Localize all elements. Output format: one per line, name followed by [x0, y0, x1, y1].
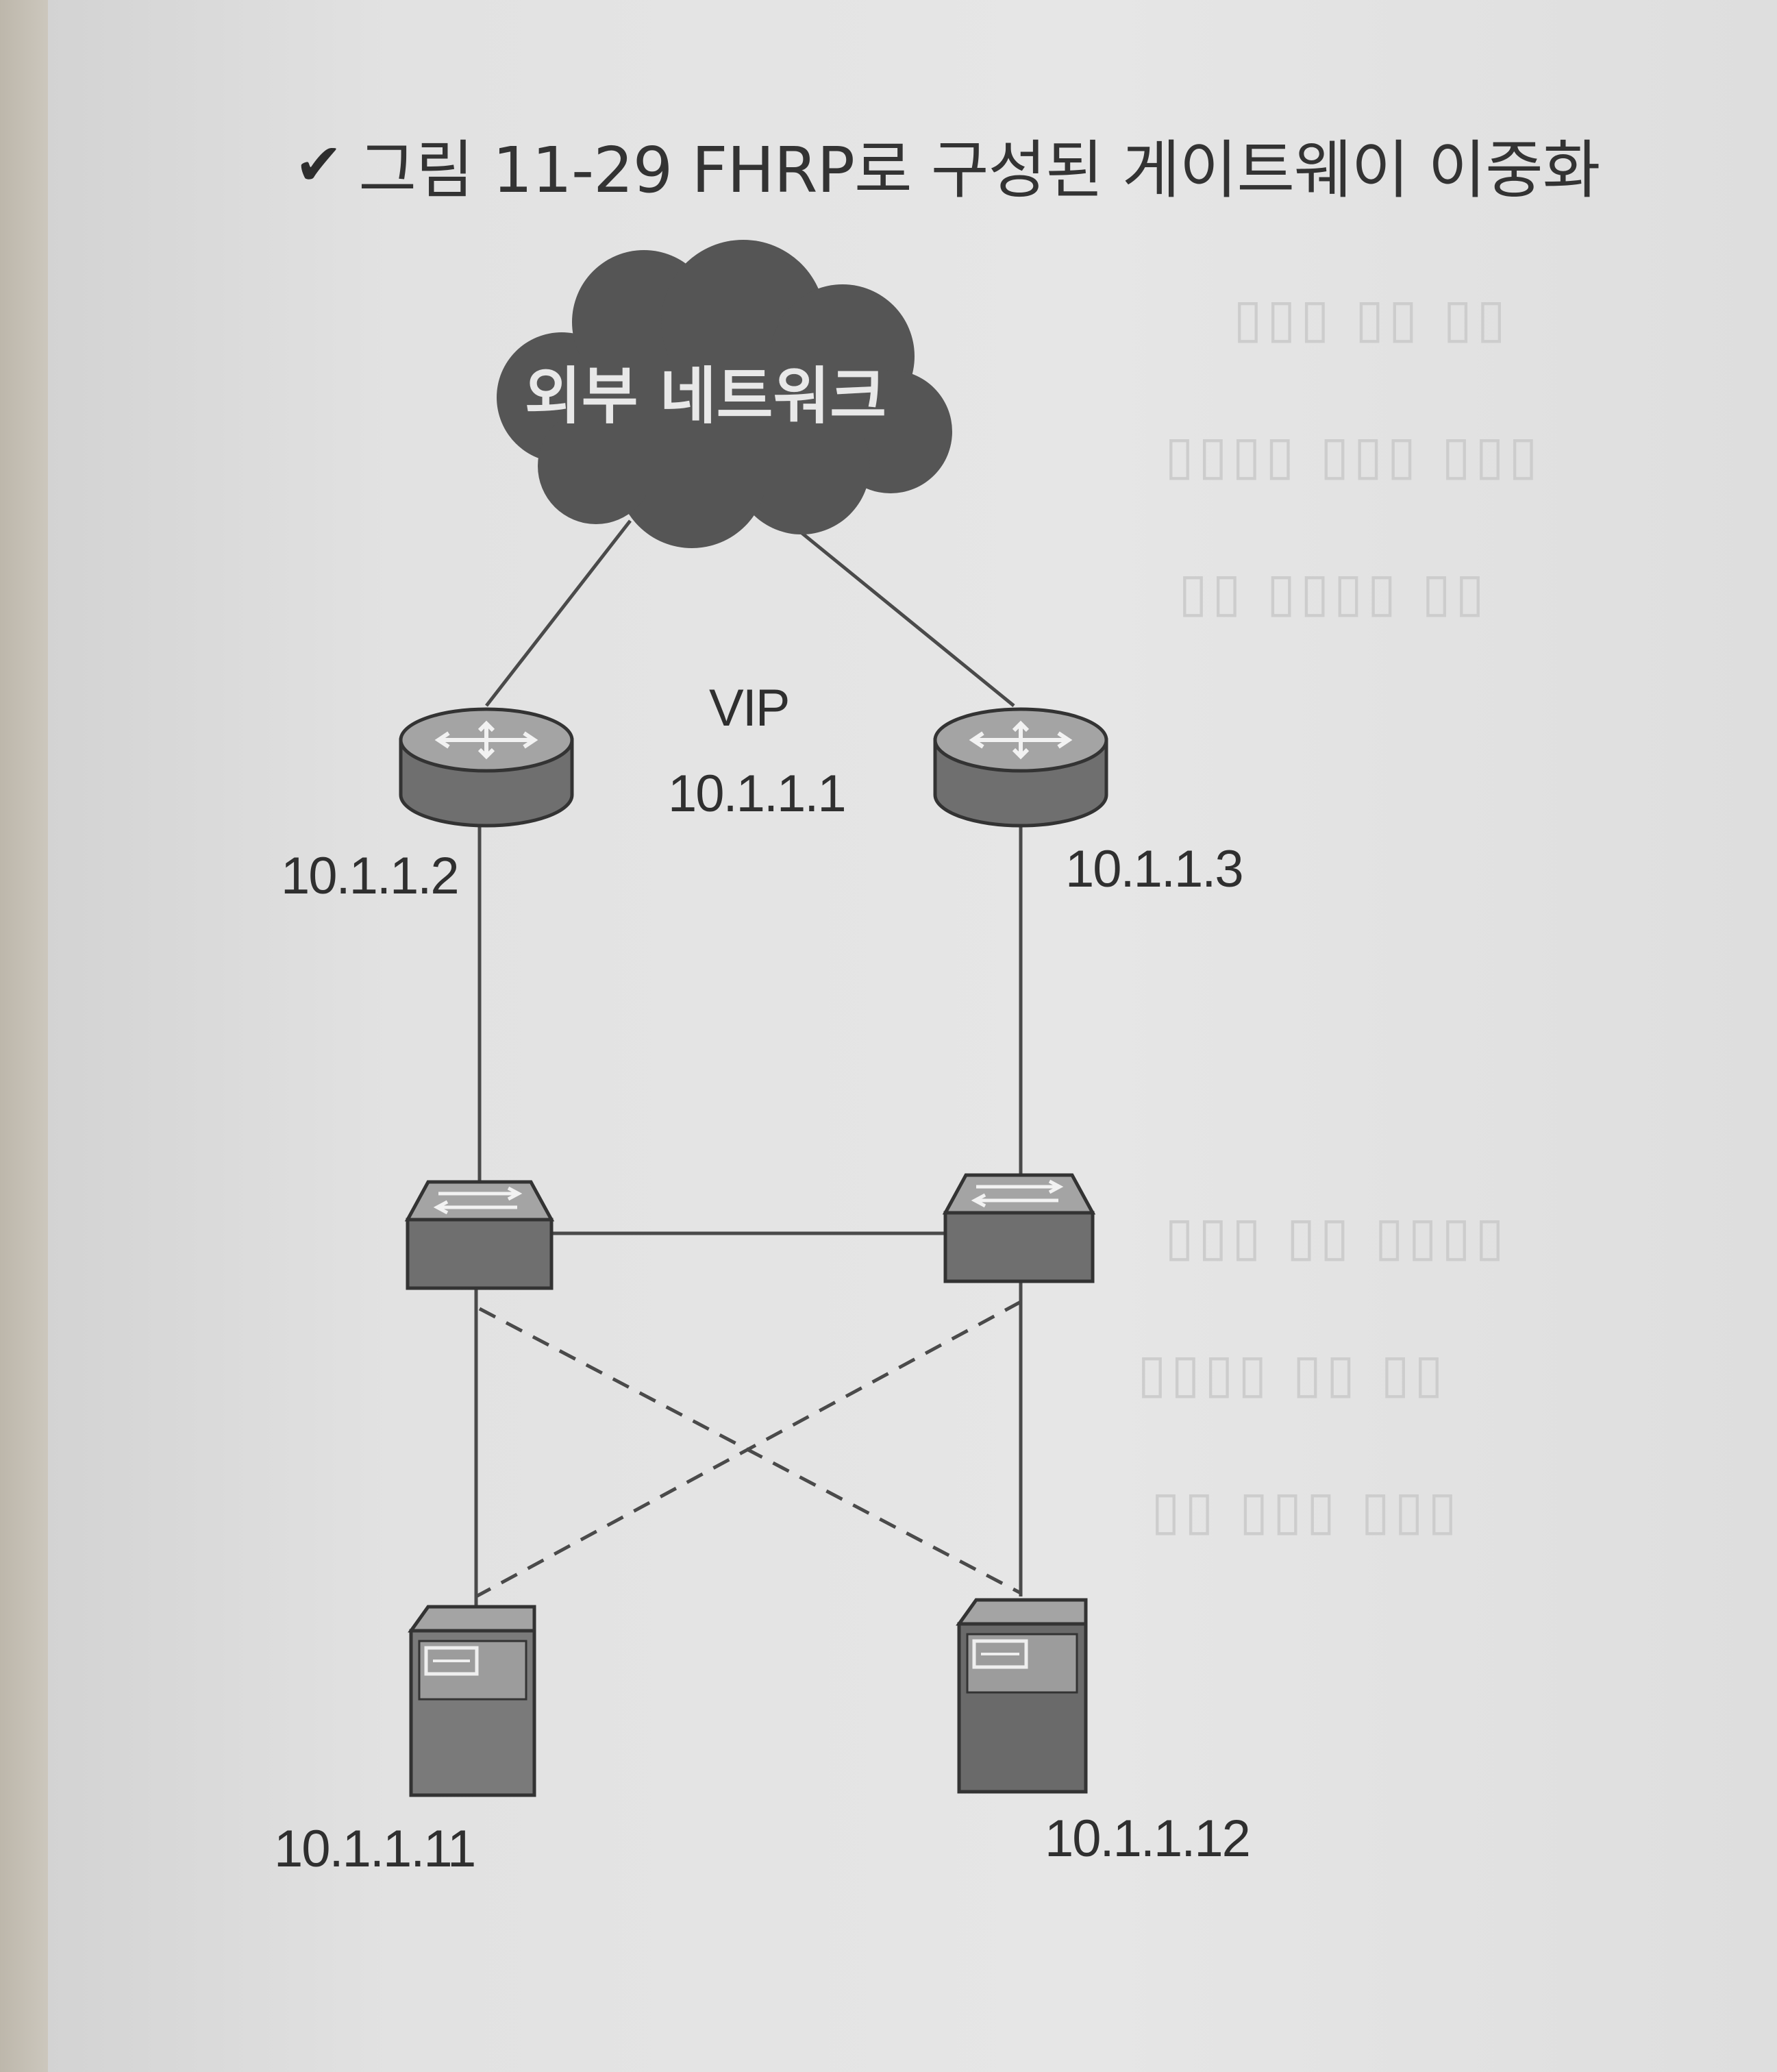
bleed-through-text: ▯▯▯▯ ▯▯ ▯▯: [1137, 1343, 1447, 1405]
bleed-through-text: ▯▯▯ ▯▯ ▯▯▯▯: [1165, 1206, 1508, 1268]
vip-address: 10.1.1.1: [668, 765, 847, 823]
router-1-address: 10.1.1.2: [281, 847, 460, 905]
switch-icon-1: [404, 1180, 555, 1290]
vip-label: VIP: [709, 679, 790, 737]
link-cloud-router-2: [773, 509, 1015, 707]
figure-caption-text: 그림 11-29 FHRP로 구성된 게이트웨이 이중화: [358, 133, 1600, 207]
bleed-through-text: ▯▯▯▯ ▯▯▯ ▯▯▯: [1165, 425, 1542, 486]
bleed-through-text: ▯▯ ▯▯▯▯ ▯▯: [1178, 562, 1489, 624]
switch-icon-2: [942, 1173, 1096, 1283]
cloud-label: 외부 네트워크: [524, 360, 887, 432]
link-switch-2-server-1-backup: [475, 1300, 1022, 1599]
server-2-address: 10.1.1.12: [1045, 1810, 1251, 1868]
bleed-through-text: ▯▯▯ ▯▯ ▯▯: [1233, 288, 1511, 349]
server-1-address: 10.1.1.11: [274, 1820, 476, 1878]
link-switch-1-server-2-backup: [478, 1307, 1022, 1595]
bleed-through-text: ▯▯ ▯▯▯ ▯▯▯: [1151, 1480, 1461, 1542]
router-icon-2: [933, 707, 1108, 828]
cloud-icon: [497, 240, 952, 548]
link-cloud-router-1: [485, 519, 632, 707]
figure-caption: ✔ 그림 11-29 FHRP로 구성된 게이트웨이 이중화: [295, 116, 1600, 212]
server-icon-2: [956, 1598, 1088, 1794]
page-binding: [0, 0, 48, 2072]
links: [474, 509, 1023, 1607]
checkmark-icon: ✔: [295, 131, 343, 198]
router-2-address: 10.1.1.3: [1065, 840, 1244, 898]
router-icon-1: [399, 707, 574, 828]
server-icon-1: [408, 1605, 536, 1797]
